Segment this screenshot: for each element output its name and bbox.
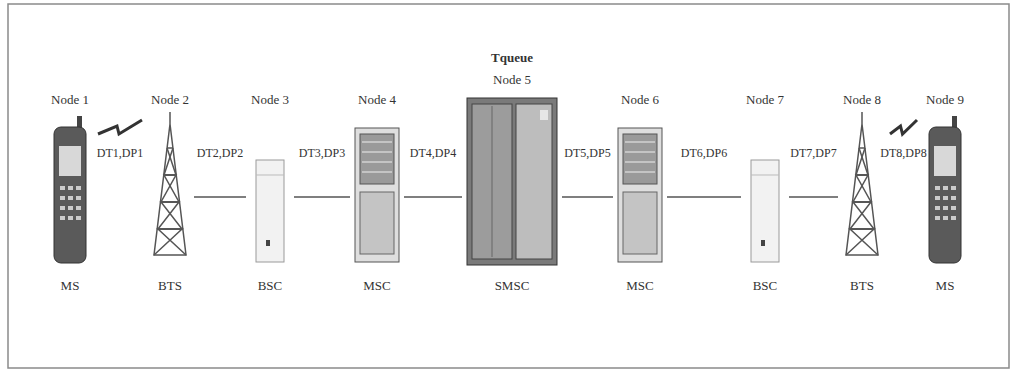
node-number: Node 9 bbox=[925, 92, 965, 108]
device-name: BTS bbox=[157, 278, 183, 294]
msc-server-icon bbox=[618, 128, 662, 262]
wired-link bbox=[667, 196, 741, 198]
bsc-cabinet-icon bbox=[256, 160, 284, 262]
device-name: BSC bbox=[257, 278, 284, 294]
device-name: MS bbox=[60, 278, 81, 294]
bts-tower-icon bbox=[846, 112, 878, 255]
link-delay-label: DT2,DP2 bbox=[196, 146, 244, 160]
network-node: Node 2 BTS bbox=[148, 92, 192, 294]
node-number: Node 3 bbox=[250, 92, 290, 108]
frame bbox=[8, 4, 1009, 368]
network-node: Node 3 BSC bbox=[248, 92, 292, 294]
device-name: MSC bbox=[625, 278, 654, 294]
link-delay-label: DT6,DP6 bbox=[680, 146, 728, 160]
wired-link bbox=[562, 196, 613, 198]
device-name: MSC bbox=[362, 278, 391, 294]
wireless-link bbox=[890, 120, 917, 134]
network-node: Node 7 BSC bbox=[743, 92, 787, 294]
wired-link bbox=[404, 196, 462, 198]
network-node: Node 6 MSC bbox=[615, 92, 665, 294]
link-delay-label: DT1,DP1 bbox=[96, 146, 144, 160]
network-node: Node 1 MS bbox=[48, 92, 92, 294]
link-delay-label: DT7,DP7 bbox=[789, 146, 837, 160]
node-number: Node 7 bbox=[745, 92, 785, 108]
device-name: SMSC bbox=[494, 278, 531, 294]
network-node: Node 8 BTS bbox=[840, 92, 884, 294]
device-name: BTS bbox=[849, 278, 875, 294]
wired-link bbox=[294, 196, 350, 198]
bsc-cabinet-icon bbox=[751, 160, 779, 262]
link-delay-label: DT3,DP3 bbox=[298, 146, 346, 160]
link-delay-label: DT5,DP5 bbox=[563, 146, 611, 160]
msc-server-icon bbox=[355, 128, 399, 262]
link-delay-label: DT4,DP4 bbox=[409, 146, 457, 160]
link-delay-label: DT8,DP8 bbox=[879, 146, 927, 160]
smsc-server-icon bbox=[467, 98, 557, 265]
wired-link bbox=[789, 196, 838, 198]
mobile-phone-icon bbox=[54, 116, 86, 263]
device-name: MS bbox=[935, 278, 956, 294]
network-node: Node 4 MSC bbox=[352, 92, 402, 294]
wireless-link bbox=[98, 120, 142, 134]
mobile-phone-icon bbox=[929, 116, 961, 263]
bts-tower-icon bbox=[154, 112, 186, 255]
device-name: BSC bbox=[752, 278, 779, 294]
node-number: Node 6 bbox=[620, 92, 660, 108]
network-node: Node 5 SMSC bbox=[464, 72, 560, 294]
node-number: Node 1 bbox=[50, 92, 90, 108]
wired-link bbox=[194, 196, 246, 198]
node-number: Node 4 bbox=[357, 92, 397, 108]
node-number: Node 2 bbox=[150, 92, 190, 108]
queue-label: Tqueue bbox=[490, 50, 534, 66]
node-number: Node 5 bbox=[492, 72, 532, 88]
network-node: Node 9 MS bbox=[923, 92, 967, 294]
node-number: Node 8 bbox=[842, 92, 882, 108]
